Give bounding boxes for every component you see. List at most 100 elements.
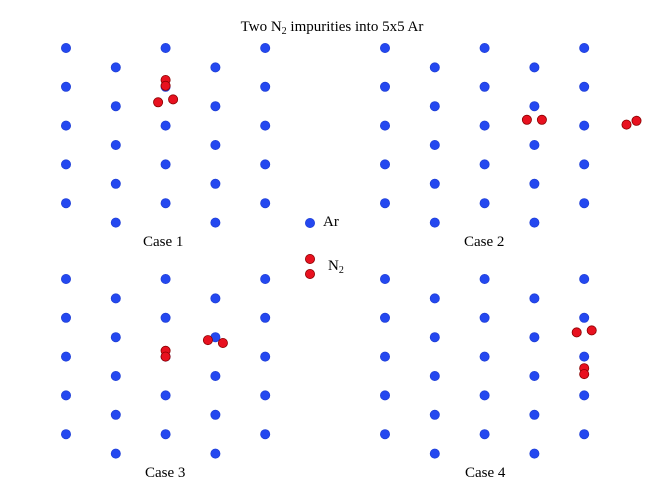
ar-atom: [210, 409, 221, 420]
ar-atom: [379, 312, 390, 323]
ar-atom: [61, 312, 72, 323]
ar-atom: [210, 139, 221, 150]
ar-atom: [429, 370, 440, 381]
ar-atom: [260, 273, 271, 284]
ar-atom: [110, 101, 121, 112]
ar-atom: [160, 43, 171, 54]
ar-atom: [429, 139, 440, 150]
ar-atom: [160, 198, 171, 209]
ar-atom: [210, 448, 221, 459]
case-2-lattice: [379, 43, 642, 228]
n2-atom: [521, 114, 532, 125]
ar-atom: [529, 178, 540, 189]
ar-atom: [61, 43, 72, 54]
ar-atom: [479, 43, 490, 54]
ar-atom: [379, 159, 390, 170]
ar-atom: [429, 409, 440, 420]
ar-atom: [210, 217, 221, 228]
ar-atom: [579, 81, 590, 92]
legend-ar-label: Ar: [323, 214, 339, 230]
figure-title: Two N2 impurities into 5x5 Ar: [0, 18, 664, 41]
ar-atom: [160, 312, 171, 323]
ar-atom: [210, 370, 221, 381]
ar-atom: [61, 273, 72, 284]
ar-atom: [479, 429, 490, 440]
ar-atom: [479, 351, 490, 362]
n2-atom: [168, 94, 179, 105]
ar-atom: [529, 293, 540, 304]
case-3-label: Case 3: [145, 465, 186, 481]
ar-atom: [110, 448, 121, 459]
legend-n2-marker-top: [304, 253, 315, 264]
ar-atom: [429, 178, 440, 189]
ar-atom: [260, 120, 271, 131]
n2-atom: [571, 327, 582, 338]
ar-atom: [260, 43, 271, 54]
ar-atom: [479, 198, 490, 209]
ar-atom: [210, 101, 221, 112]
ar-atom: [260, 312, 271, 323]
ar-atom: [429, 332, 440, 343]
ar-atom: [529, 370, 540, 381]
ar-atom: [479, 273, 490, 284]
ar-atom: [61, 120, 72, 131]
n2-atom: [586, 325, 597, 336]
n2-atom: [160, 80, 171, 91]
ar-atom: [529, 332, 540, 343]
ar-atom: [210, 178, 221, 189]
ar-atom: [379, 81, 390, 92]
ar-atom: [579, 120, 590, 131]
ar-atom: [529, 217, 540, 228]
ar-atom: [579, 273, 590, 284]
n2-atom: [153, 97, 164, 108]
ar-atom: [160, 273, 171, 284]
title-suffix: impurities into 5x5 Ar: [286, 19, 424, 35]
ar-atom: [260, 198, 271, 209]
ar-atom: [529, 139, 540, 150]
legend-n2-label: N2: [328, 257, 344, 280]
ar-atom: [479, 312, 490, 323]
ar-atom: [260, 351, 271, 362]
ar-atom: [160, 120, 171, 131]
ar-atom: [260, 390, 271, 401]
legend-n2-subscript: 2: [338, 265, 344, 276]
n2-atom: [217, 337, 228, 348]
ar-atom: [579, 159, 590, 170]
title-subscript: 2: [281, 26, 287, 37]
ar-atom: [260, 159, 271, 170]
case-2-label: Case 2: [464, 234, 505, 250]
ar-atom: [429, 293, 440, 304]
ar-atom: [110, 217, 121, 228]
case-1-label: Case 1: [143, 234, 184, 250]
ar-atom: [61, 159, 72, 170]
ar-atom: [110, 293, 121, 304]
ar-atom: [429, 217, 440, 228]
case-4-lattice: [379, 273, 597, 459]
ar-atom: [529, 448, 540, 459]
n2-atom: [536, 114, 547, 125]
ar-atom: [160, 390, 171, 401]
ar-atom: [429, 62, 440, 73]
ar-atom: [579, 351, 590, 362]
ar-atom: [479, 120, 490, 131]
ar-atom: [379, 351, 390, 362]
ar-atom: [110, 62, 121, 73]
ar-atom: [110, 409, 121, 420]
n2-atom: [621, 119, 632, 130]
ar-atom: [579, 429, 590, 440]
ar-atom: [529, 101, 540, 112]
ar-atom: [379, 273, 390, 284]
ar-atom: [61, 390, 72, 401]
legend-n2-marker-bottom: [304, 268, 315, 279]
ar-atom: [429, 448, 440, 459]
ar-atom: [61, 198, 72, 209]
ar-atom: [61, 351, 72, 362]
case-4-label: Case 4: [465, 465, 506, 481]
ar-atom: [379, 198, 390, 209]
n2-atom: [202, 335, 213, 346]
ar-atom: [110, 332, 121, 343]
ar-atom: [160, 429, 171, 440]
ar-atom: [529, 62, 540, 73]
legend-ar-marker: [304, 217, 315, 228]
